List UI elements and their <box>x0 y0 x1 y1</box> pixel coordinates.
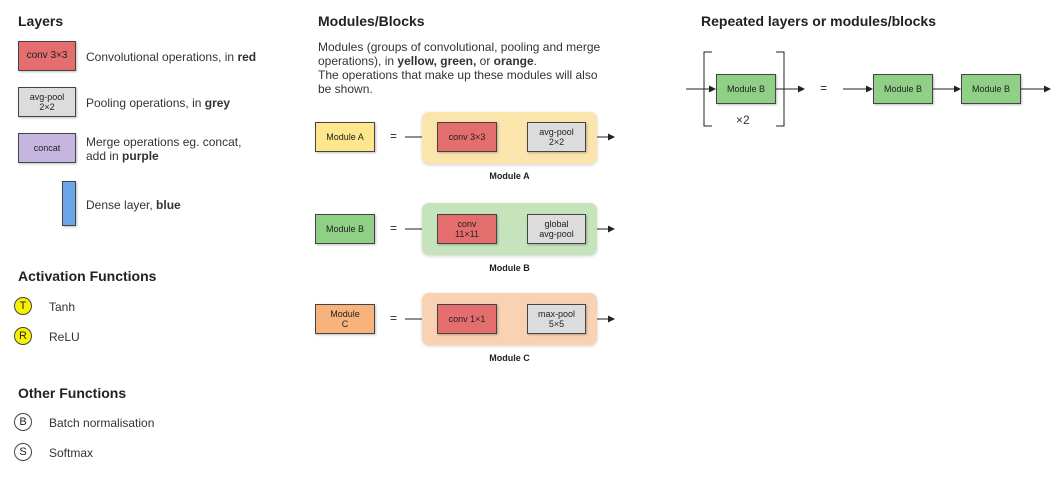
softmax-label: Softmax <box>49 446 94 460</box>
module-a-equals: = <box>390 129 398 143</box>
modules-desc-orange: orange <box>493 54 534 68</box>
module-b-caption: Module B <box>489 263 530 273</box>
modules-desc-period: . <box>533 54 538 68</box>
module-c-equals: = <box>390 311 398 325</box>
dense-desc-text: Dense layer, <box>86 198 157 212</box>
modules-desc-line2a: operations), in <box>318 54 398 68</box>
modules-heading: Modules/Blocks <box>318 13 425 29</box>
modules-description: Modules (groups of convolutional, poolin… <box>318 40 628 96</box>
module-a-pool-line1: avg-pool <box>539 127 574 137</box>
modules-desc-colors: yellow, green, <box>397 54 477 68</box>
repeated-inner-module: Module B <box>716 74 776 104</box>
modules-desc-line4: be shown. <box>318 82 373 96</box>
module-b-box: Module B <box>315 214 375 244</box>
layers-heading: Layers <box>18 13 64 29</box>
dense-legend-desc: Dense layer, blue <box>86 198 181 212</box>
repeated-out-module-2: Module B <box>961 74 1021 104</box>
repeated-out-module-1: Module B <box>873 74 933 104</box>
conv-legend-desc: Convolutional operations, in red <box>86 50 256 64</box>
pool-legend-desc: Pooling operations, in grey <box>86 96 230 110</box>
relu-icon: R <box>14 327 32 345</box>
conv-desc-emph: red <box>237 50 257 64</box>
merge-legend-box: concat <box>18 133 76 163</box>
module-b-conv-line2: 11×11 <box>455 229 479 239</box>
repeat-bracket-right <box>776 51 785 127</box>
module-c-pool-line2: 5×5 <box>548 319 565 329</box>
merge-legend-desc: Merge operations eg. concat,add in purpl… <box>86 135 241 163</box>
pool-desc-emph: grey <box>204 96 231 110</box>
pool-box-line2: 2×2 <box>39 102 55 112</box>
repeated-heading: Repeated layers or modules/blocks <box>701 13 936 29</box>
activation-heading: Activation Functions <box>18 268 157 284</box>
modules-desc-line1: Modules (groups of convolutional, poolin… <box>318 40 601 54</box>
module-b-equals: = <box>390 221 398 235</box>
module-c-label-line1: Module <box>330 309 360 319</box>
other-functions-heading: Other Functions <box>18 385 127 401</box>
module-a-conv: conv 3×3 <box>437 122 497 152</box>
module-c-pool-line1: max-pool <box>537 309 575 319</box>
batch-norm-icon: B <box>14 413 32 431</box>
merge-desc-emph: purple <box>122 149 159 163</box>
repeated-equals: = <box>820 81 828 95</box>
conv-desc-text: Convolutional operations, in <box>86 50 238 64</box>
module-b-pool-line2: avg-pool <box>539 229 574 239</box>
module-a-box: Module A <box>315 122 375 152</box>
repeat-bracket-left <box>703 51 712 127</box>
modules-desc-line3: The operations that make up these module… <box>318 68 598 82</box>
pool-desc-text: Pooling operations, in <box>86 96 205 110</box>
conv-legend-box: conv 3×3 <box>18 41 76 71</box>
module-b-conv-line1: conv <box>457 219 477 229</box>
dense-desc-emph: blue <box>156 198 181 212</box>
relu-label: ReLU <box>49 330 80 344</box>
dense-legend-box <box>62 181 76 226</box>
merge-desc-line1: Merge operations eg. concat, <box>86 135 242 149</box>
module-a-caption: Module A <box>489 171 530 181</box>
module-c-caption: Module C <box>489 353 530 363</box>
batch-norm-label: Batch normalisation <box>49 416 155 430</box>
module-c-label-line2: C <box>341 319 349 329</box>
softmax-icon: S <box>14 443 32 461</box>
modules-desc-or: or <box>476 54 494 68</box>
merge-desc-line2: add in <box>86 149 123 163</box>
tanh-label: Tanh <box>49 300 76 314</box>
repeat-count: ×2 <box>736 113 750 127</box>
module-c-conv: conv 1×1 <box>437 304 497 334</box>
module-a-pool-line2: 2×2 <box>548 137 565 147</box>
pool-box-line1: avg-pool <box>29 92 65 102</box>
tanh-icon: T <box>14 297 32 315</box>
module-b-pool-line1: global <box>544 219 569 229</box>
